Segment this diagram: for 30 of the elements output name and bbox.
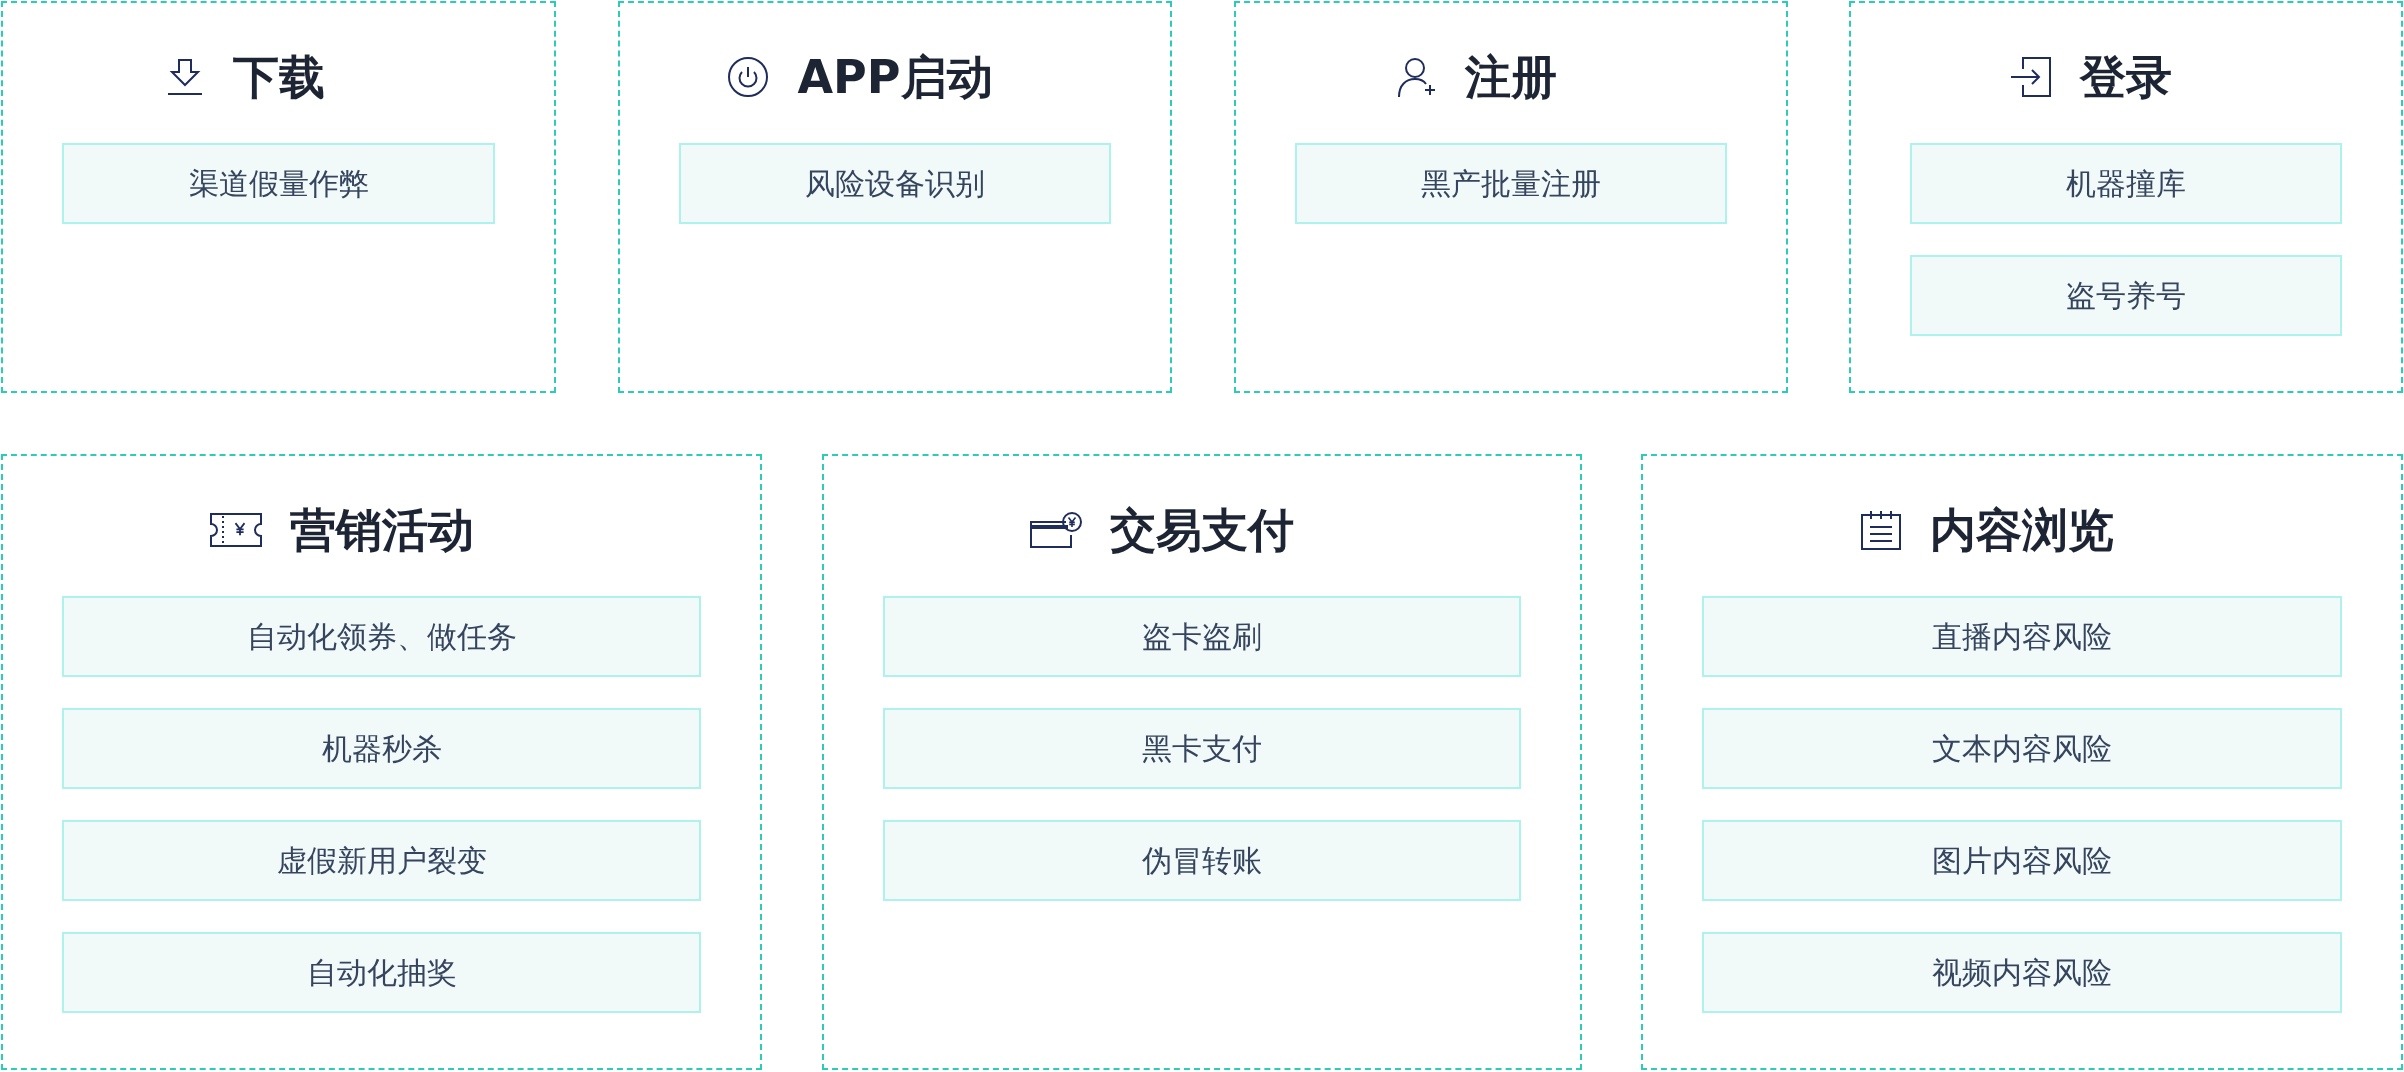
risk-item: 虚假新用户裂变 xyxy=(62,820,701,901)
panel-title: APP启动 xyxy=(797,49,993,106)
risk-item: 风险设备识别 xyxy=(679,143,1111,224)
panel-title: 登录 xyxy=(2080,49,2172,106)
risk-item: 机器撞库 xyxy=(1910,143,2342,224)
panel-title: 下载 xyxy=(232,49,325,106)
dashed-panel xyxy=(1,1,556,393)
panel-title: 营销活动 xyxy=(289,502,474,559)
risk-item: 伪冒转账 xyxy=(883,820,1521,901)
risk-item: 黑卡支付 xyxy=(883,708,1521,789)
risk-item: 文本内容风险 xyxy=(1702,708,2342,789)
risk-item: 渠道假量作弊 xyxy=(62,143,495,224)
dashed-panel xyxy=(822,454,1582,1070)
risk-item: 视频内容风险 xyxy=(1702,932,2342,1013)
risk-item: 自动化抽奖 xyxy=(62,932,701,1013)
dashed-panel xyxy=(1641,454,2403,1070)
panel-title: 交易支付 xyxy=(1110,502,1294,559)
risk-item: 盗卡盗刷 xyxy=(883,596,1521,677)
panel-title: 注册 xyxy=(1465,49,1557,106)
dashed-panel xyxy=(1234,1,1788,393)
dashed-panel xyxy=(618,1,1172,393)
risk-item: 黑产批量注册 xyxy=(1295,143,1727,224)
dashed-panel xyxy=(1849,1,2403,393)
risk-item: 图片内容风险 xyxy=(1702,820,2342,901)
risk-item: 直播内容风险 xyxy=(1702,596,2342,677)
risk-item: 机器秒杀 xyxy=(62,708,701,789)
dashed-panel xyxy=(1,454,762,1070)
panel-title: 内容浏览 xyxy=(1930,502,2114,559)
risk-item: 自动化领券、做任务 xyxy=(62,596,701,677)
risk-item: 盗号养号 xyxy=(1910,255,2342,336)
